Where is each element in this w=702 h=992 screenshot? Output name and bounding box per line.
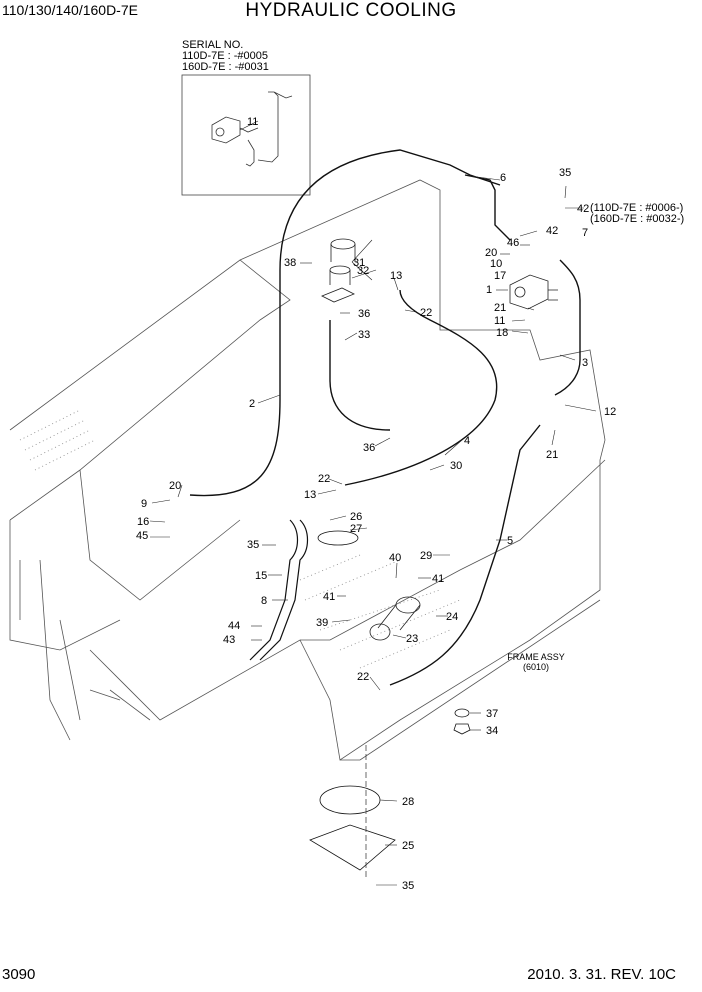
hose-4 [344, 289, 498, 486]
callout-32: 32 [357, 265, 369, 277]
callout-35: 35 [402, 880, 414, 892]
callout-43: 43 [223, 634, 235, 646]
callout-34: 34 [486, 725, 498, 737]
callout-5: 5 [507, 535, 513, 547]
perforated-plate-left [19, 409, 96, 471]
callout-13: 13 [390, 270, 402, 282]
callout-42: 42 [577, 203, 589, 215]
hose-5 [389, 424, 541, 686]
callout-30: 30 [450, 460, 462, 472]
callout-24: 24 [446, 611, 458, 623]
callout-41: 41 [432, 573, 444, 585]
callout-35: 35 [247, 539, 259, 551]
callout-25: 25 [402, 840, 414, 852]
callout-38: 38 [284, 257, 296, 269]
callout-10: 10 [490, 258, 502, 270]
callout-11: 11 [247, 116, 258, 128]
hose-6 [464, 174, 511, 241]
callout-36: 36 [363, 442, 375, 454]
inset-box [181, 74, 311, 196]
callout-46: 46 [507, 237, 519, 249]
page-title: HYDRAULIC COOLING [245, 0, 457, 21]
callout-31: 31 [353, 257, 365, 269]
callout-28: 28 [402, 796, 414, 808]
perforated-plate-right [299, 554, 461, 669]
leader-lines [149, 120, 597, 886]
callout-1: 1 [486, 284, 492, 296]
serial-heading: SERIAL NO. [182, 39, 244, 51]
page-number: 3090 [2, 966, 36, 983]
note-42-160: (160D-7E : #0032-) [590, 213, 685, 225]
cover-plate-25 [309, 824, 396, 871]
callout-26: 26 [350, 511, 362, 523]
o-ring-28 [319, 785, 381, 815]
callout-23: 23 [406, 633, 418, 645]
callout-17: 17 [494, 270, 506, 282]
callout-21: 21 [494, 302, 506, 314]
callout-6: 6 [500, 172, 506, 184]
frame-outline [9, 179, 606, 761]
callout-35: 35 [559, 167, 571, 179]
callout-20: 20 [169, 480, 181, 492]
frame-assy-label: FRAME ASSY [507, 652, 565, 662]
callout-8: 8 [261, 595, 267, 607]
callout-36: 36 [358, 308, 370, 320]
strainer-assembly [369, 596, 421, 641]
suction-pipe [249, 519, 309, 661]
callout-41: 41 [323, 591, 335, 603]
callout-12: 12 [604, 406, 616, 418]
callout-21: 21 [546, 449, 558, 461]
callout-20: 20 [485, 247, 497, 259]
note-42-110: (110D-7E : #0006-) [590, 202, 684, 214]
hose-33 [329, 320, 391, 431]
frame-assy-ref: (6010) [522, 662, 549, 672]
pump-assembly [509, 274, 558, 310]
filter-assembly [321, 238, 356, 303]
inset-pump [211, 91, 293, 167]
callout-4: 4 [464, 435, 470, 447]
callout-37: 37 [486, 708, 498, 720]
callout-40: 40 [389, 552, 401, 564]
serial-line-160: 160D-7E : -#0031 [182, 61, 269, 73]
callout-27: 27 [350, 523, 362, 535]
callout-3: 3 [582, 357, 588, 369]
callout-33: 33 [358, 329, 370, 341]
callout-39: 39 [316, 617, 328, 629]
callout-16: 16 [137, 516, 149, 528]
callout-7: 7 [582, 227, 588, 239]
hose-2 [189, 149, 501, 497]
callout-9: 9 [141, 498, 147, 510]
callout-29: 29 [420, 550, 432, 562]
hose-3 [554, 259, 581, 396]
callout-15: 15 [255, 570, 267, 582]
callout-45: 45 [136, 530, 148, 542]
serial-line-110: 110D-7E : -#0005 [182, 50, 269, 62]
plug-34 [453, 723, 471, 735]
revision-label: 2010. 3. 31. REV. 10C [527, 966, 676, 983]
o-ring-37 [454, 708, 470, 718]
callout-22: 22 [318, 473, 330, 485]
callout-22: 22 [420, 307, 432, 319]
callout-44: 44 [228, 620, 240, 632]
callout-18: 18 [496, 327, 508, 339]
callout-42: 42 [546, 225, 558, 237]
callout-13: 13 [304, 489, 316, 501]
model-label: 110/130/140/160D-7E [2, 2, 138, 18]
callout-11: 11 [494, 315, 505, 327]
callout-22: 22 [357, 671, 369, 683]
o-ring-27 [317, 530, 359, 546]
callout-2: 2 [249, 398, 255, 410]
